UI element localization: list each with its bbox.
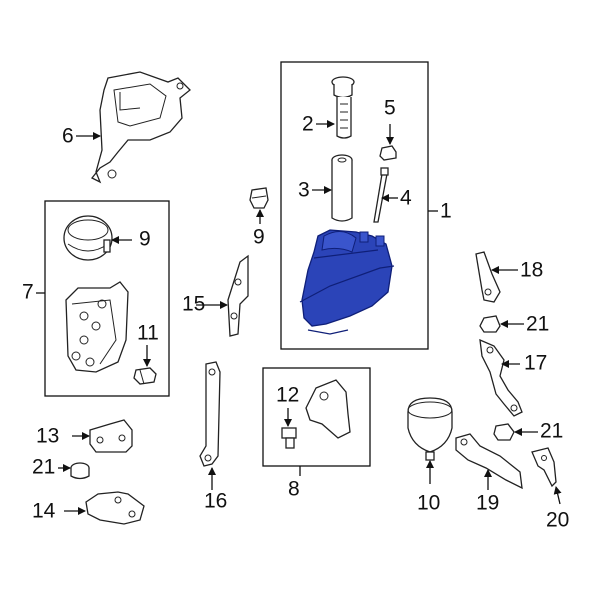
filter-strainer-part: [331, 154, 353, 222]
callout-13: 13: [36, 425, 59, 448]
callout-1: 1: [440, 200, 452, 223]
support-strap-part-16: [199, 361, 221, 467]
group-box-7: [44, 200, 170, 397]
callout-18: 18: [520, 259, 543, 282]
callout-16: 16: [204, 490, 227, 513]
callout-19: 19: [476, 492, 499, 515]
bracket-part-15: [227, 254, 249, 337]
callout-11: 11: [137, 322, 159, 345]
dipstick-part: [373, 167, 389, 223]
callout-9-bushing: 9: [253, 226, 265, 249]
grommet-part-5: [379, 145, 397, 161]
bracket-part-19: [455, 433, 523, 490]
bracket-part-17: [479, 338, 523, 417]
bracket-part-20: [531, 447, 557, 488]
switch-part-12: [281, 427, 297, 449]
callout-12: 12: [276, 384, 299, 407]
callout-6: 6: [62, 125, 74, 148]
nut-part-21-left: [70, 462, 90, 480]
group-box-1: [280, 61, 429, 350]
filler-cap-part: [331, 76, 355, 139]
valve-block-part: [65, 281, 129, 373]
accumulator-part-10: [407, 397, 453, 461]
sensor-part-11: [133, 367, 157, 385]
callout-20: 20: [546, 509, 569, 532]
mount-bracket-part-13: [89, 419, 133, 453]
callout-2: 2: [302, 113, 314, 136]
callout-17: 17: [524, 352, 547, 375]
sensor-housing-part: [305, 379, 351, 439]
callout-4: 4: [400, 187, 412, 210]
bracket-part-18: [475, 251, 501, 303]
callout-9-damper: 9: [139, 228, 151, 251]
bushing-part-9: [249, 187, 269, 209]
callout-21-left: 21: [32, 456, 55, 479]
callout-10: 10: [417, 492, 440, 515]
callout-21-upper: 21: [526, 313, 549, 336]
nut-part-21-upper: [479, 315, 501, 333]
callout-21-lower: 21: [540, 420, 563, 443]
leader-lines: [58, 120, 562, 515]
power-steering-reservoir-part: [299, 229, 395, 335]
group-box-8: [262, 367, 371, 467]
callout-14: 14: [32, 500, 56, 523]
callout-3: 3: [298, 179, 310, 202]
damper-part-9: [63, 215, 113, 261]
callout-8: 8: [288, 478, 300, 501]
callout-5: 5: [384, 97, 396, 120]
mount-bracket-part-14: [85, 491, 145, 525]
splash-shield-part: [90, 71, 191, 184]
callout-15: 15: [182, 293, 205, 316]
nut-part-21-lower: [493, 423, 515, 441]
callout-7: 7: [22, 281, 34, 304]
